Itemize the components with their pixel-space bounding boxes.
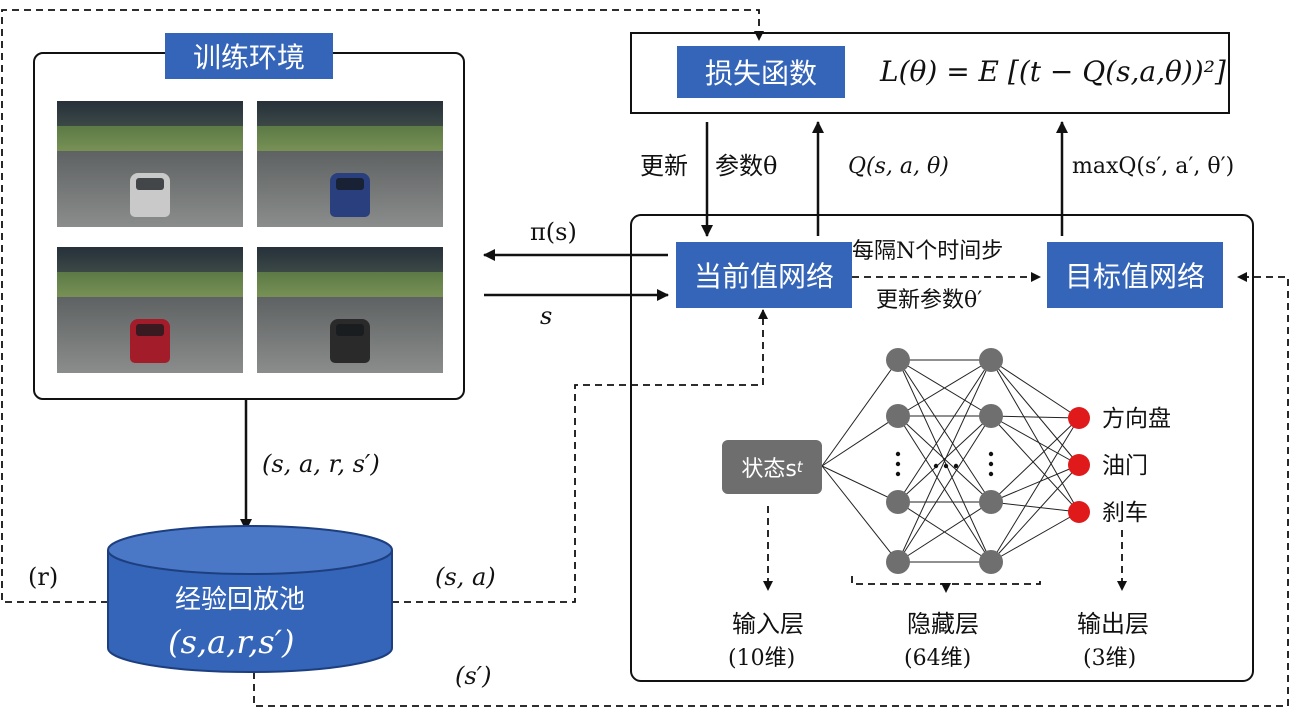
output-steering: 方向盘 bbox=[1102, 406, 1171, 432]
car-4 bbox=[330, 318, 370, 363]
hidden2-node bbox=[979, 348, 1003, 372]
label-reward: (r) bbox=[28, 563, 59, 591]
output-layer-dim: (3维) bbox=[1083, 646, 1137, 671]
output-node bbox=[1068, 407, 1090, 429]
label-max-q: maxQ(s′, a′, θ′) bbox=[1072, 154, 1235, 179]
nn-ellipsis bbox=[895, 451, 994, 477]
hidden2-node bbox=[979, 550, 1003, 574]
hidden1-node bbox=[886, 490, 910, 514]
label-state: s bbox=[540, 302, 553, 330]
scene-4 bbox=[257, 247, 443, 373]
output-throttle: 油门 bbox=[1102, 453, 1148, 479]
label-transition: (s, a, r, s′) bbox=[262, 450, 380, 478]
label-update-theta-prime: 更新参数θ′ bbox=[876, 288, 983, 313]
hidden1-node bbox=[886, 550, 910, 574]
label-every-n-steps: 每隔N个时间步 bbox=[852, 239, 1004, 264]
label-sprime: (s′) bbox=[455, 662, 492, 690]
current-value-network: 当前值网络 bbox=[676, 242, 852, 308]
state-box-label: 状态s bbox=[741, 457, 797, 482]
car-3 bbox=[130, 318, 170, 363]
label-sa: (s, a) bbox=[435, 563, 496, 591]
label-update: 更新 bbox=[640, 152, 688, 180]
target-value-network: 目标值网络 bbox=[1047, 242, 1223, 308]
dashed-sprime-path bbox=[253, 272, 1289, 707]
replay-pool-name: 经验回放池 bbox=[175, 585, 306, 615]
loss-formula: L(θ) = E [(t − Q(s,a,θ))²] bbox=[880, 55, 1226, 88]
label-q-value: Q(s, a, θ) bbox=[848, 154, 949, 179]
training-env-title: 训练环境 bbox=[165, 33, 333, 79]
car-1 bbox=[130, 172, 170, 217]
hidden2-node bbox=[979, 490, 1003, 514]
input-layer-name: 输入层 bbox=[732, 610, 804, 638]
car-2 bbox=[330, 172, 370, 217]
output-layer-name: 输出层 bbox=[1077, 610, 1149, 638]
state-box-subscript: t bbox=[796, 458, 803, 476]
hidden-layer-bracket bbox=[851, 576, 1041, 592]
output-node bbox=[1068, 454, 1090, 476]
nn-nodes bbox=[886, 348, 1090, 574]
output-node bbox=[1068, 501, 1090, 523]
input-layer-dim: (10维) bbox=[728, 646, 796, 671]
output-brake: 刹车 bbox=[1102, 500, 1148, 526]
scene-1 bbox=[57, 101, 243, 227]
loss-function-box: 损失函数 bbox=[677, 46, 845, 98]
nn-edges bbox=[821, 359, 1080, 563]
replay-pool-cylinder bbox=[107, 525, 393, 673]
replay-pool-tuple: (s,a,r,s′) bbox=[168, 623, 295, 661]
hidden1-node bbox=[886, 348, 910, 372]
hidden2-node bbox=[979, 404, 1003, 428]
dashed-sa-path bbox=[392, 309, 768, 603]
scene-3 bbox=[57, 247, 243, 373]
hidden1-node bbox=[886, 404, 910, 428]
hidden-layer-name: 隐藏层 bbox=[907, 610, 979, 638]
dashed-reward-path bbox=[1, 9, 764, 603]
label-params-theta: 参数θ bbox=[715, 152, 778, 180]
scene-2 bbox=[257, 101, 443, 227]
label-policy: π(s) bbox=[530, 218, 577, 246]
hidden-layer-dim: (64维) bbox=[904, 646, 972, 671]
network-frame bbox=[630, 214, 1254, 682]
